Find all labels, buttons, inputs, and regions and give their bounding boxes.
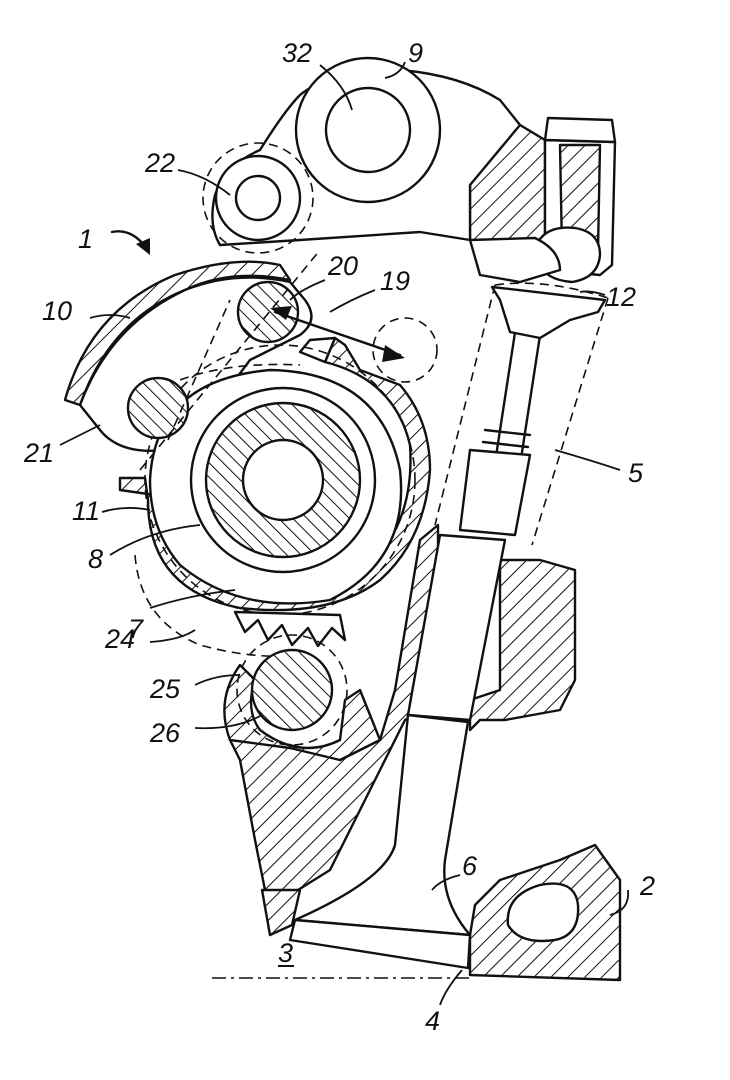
coolant-passage [506, 882, 580, 943]
valve-head [288, 918, 472, 970]
leader-24 [149, 629, 196, 643]
label-7: 7 [128, 614, 144, 644]
housing-lower [223, 663, 382, 762]
valve-spring-outline [434, 282, 609, 546]
cylinder-head [228, 123, 622, 982]
pins [126, 249, 438, 471]
leader-5 [554, 449, 621, 471]
leader-19 [329, 289, 376, 313]
adjuster-nut [543, 116, 617, 144]
label-22: 22 [144, 148, 175, 178]
camshaft [139, 344, 416, 616]
leader-21 [59, 424, 101, 446]
leader-4 [439, 969, 463, 1006]
head-lower-right [468, 558, 577, 732]
leader-8 [109, 524, 201, 556]
label-1: 1 [78, 224, 93, 254]
arrow-19-head-a [270, 306, 292, 320]
valve-top [468, 116, 617, 340]
label-11: 11 [72, 496, 100, 526]
labels: 1 2 3 4 5 6 7 8 9 10 11 12 19 20 21 22 2… [23, 38, 655, 1036]
label-32: 32 [282, 38, 312, 68]
gear-teeth [233, 610, 347, 648]
pinion-25-pitch [236, 634, 348, 746]
label-9: 9 [408, 38, 423, 68]
label-8: 8 [88, 544, 103, 574]
label-24: 24 [104, 624, 135, 654]
label-4: 4 [425, 1006, 440, 1036]
arrow-19-head-b [382, 345, 405, 362]
rotation-arrow-head [136, 238, 150, 255]
leader-20 [289, 279, 326, 301]
rocker-finger [468, 236, 562, 284]
label-20: 20 [327, 251, 358, 281]
leader-6 [431, 874, 461, 891]
valve [288, 298, 547, 970]
leader-9 [384, 61, 406, 79]
arrow-19-line [273, 310, 402, 357]
bearing-32-inner [324, 86, 412, 174]
label-3: 3 [278, 938, 293, 968]
leader-2 [609, 889, 630, 916]
label-26: 26 [149, 718, 181, 748]
label-19: 19 [380, 266, 410, 296]
valve-seat-left [260, 888, 302, 937]
leader-25 [194, 674, 241, 686]
pivot-22-inner [234, 174, 282, 222]
label-25: 25 [149, 674, 181, 704]
leader-22 [177, 169, 231, 196]
leader-11 [101, 507, 151, 513]
leader-10 [89, 314, 131, 319]
pin-21 [126, 376, 190, 440]
leader-7 [149, 589, 236, 609]
label-10: 10 [42, 296, 72, 326]
leader-lines [59, 61, 630, 1006]
housing-gap [298, 336, 337, 364]
lever-housing [202, 56, 522, 254]
spring-retainer [490, 285, 607, 340]
label-6: 6 [462, 851, 478, 881]
pivot-22-path [202, 142, 314, 254]
label-12: 12 [606, 282, 636, 312]
leader-32 [319, 64, 353, 111]
label-2: 2 [639, 871, 655, 901]
valve-lower-stem [406, 533, 507, 722]
label-5: 5 [628, 458, 644, 488]
pin-20 [236, 280, 300, 344]
pin-link-dashed [139, 249, 321, 471]
valve-collar [481, 428, 532, 449]
label-21: 21 [23, 438, 54, 468]
valve-guide [458, 448, 532, 537]
gear-train [134, 554, 382, 762]
cam-bore [241, 438, 325, 522]
leader-12 [579, 290, 606, 296]
housing-arc-10 [63, 260, 292, 407]
leader-26 [194, 714, 263, 730]
pin-19-alt-position [372, 317, 438, 383]
pinion-26-shaft [250, 648, 334, 732]
